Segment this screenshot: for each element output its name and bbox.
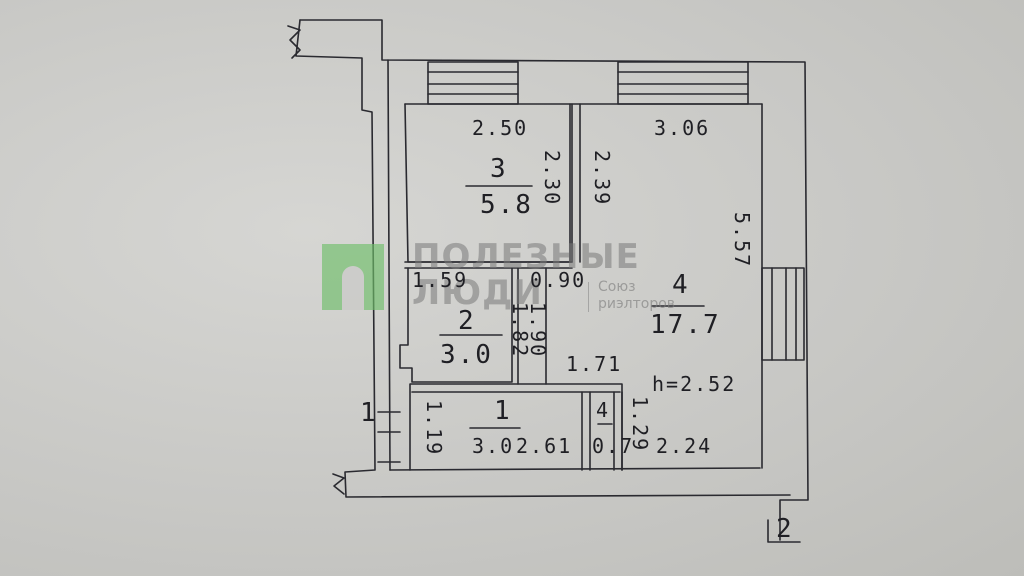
room1-number: 1 bbox=[494, 396, 512, 426]
room1-area: 3.0 bbox=[472, 434, 515, 458]
section-mark-right-label: 2 bbox=[776, 514, 794, 544]
dim-room4-height: 5.57 bbox=[730, 212, 754, 269]
window-top-left bbox=[427, 61, 519, 105]
outer-wall-left bbox=[295, 19, 791, 498]
dim-room1-height: 1.19 bbox=[422, 400, 446, 457]
partition-double bbox=[569, 103, 581, 263]
window-right bbox=[761, 267, 805, 361]
room4-area: 17.7 bbox=[650, 310, 721, 340]
watermark-title-line1: ПОЛЕЗНЫЕ bbox=[412, 237, 640, 277]
room2-area: 3.0 bbox=[440, 340, 493, 370]
watermark-subtitle-line2: риэлторов bbox=[598, 296, 676, 312]
watermark-logo-icon bbox=[322, 244, 384, 310]
dim-room3-height: 2.30 bbox=[540, 150, 564, 207]
closet-door bbox=[613, 391, 623, 471]
watermark-title-line2: ЛЮДИ bbox=[412, 273, 543, 313]
dim-corridor-height2: 1.90 bbox=[526, 302, 550, 359]
closet-number: 4 bbox=[596, 398, 611, 422]
dim-room2-width: 1.59 bbox=[412, 268, 469, 292]
closet-walls bbox=[581, 391, 591, 471]
outer-wall bbox=[299, 19, 809, 541]
inner-wall-bottom bbox=[389, 467, 761, 471]
watermark-subtitle-line1: Союз bbox=[598, 279, 636, 295]
break-mark-top bbox=[287, 25, 301, 59]
corridor-walls bbox=[517, 267, 547, 385]
dim-room1-width: 2.61 bbox=[516, 434, 573, 458]
break-mark-bottom bbox=[332, 473, 345, 495]
ceiling-height: h=2.52 bbox=[652, 372, 737, 396]
dim-room4-width: 3.06 bbox=[654, 116, 711, 140]
room3-area: 5.8 bbox=[480, 190, 533, 220]
dim-room1-top-width: 1.71 bbox=[566, 352, 623, 376]
section-mark-right bbox=[767, 519, 801, 543]
room2-walls bbox=[399, 267, 513, 383]
room2-number: 2 bbox=[458, 306, 476, 336]
dim-corridor-height: 2.39 bbox=[590, 150, 614, 207]
dim-room3-width: 2.50 bbox=[472, 116, 529, 140]
watermark-separator bbox=[588, 282, 589, 312]
window-top-right bbox=[617, 61, 749, 105]
section-mark-left: 1 bbox=[360, 398, 378, 428]
dim-lower-right-width: 2.24 bbox=[656, 434, 713, 458]
room4-number: 4 bbox=[672, 270, 690, 300]
inner-wall-left bbox=[387, 59, 391, 471]
dim-closet-height: 1.29 bbox=[628, 396, 652, 453]
room3-number: 3 bbox=[490, 154, 508, 184]
closet-area: 0.7 bbox=[592, 434, 635, 458]
dim-corridor-width: 0.90 bbox=[530, 268, 587, 292]
